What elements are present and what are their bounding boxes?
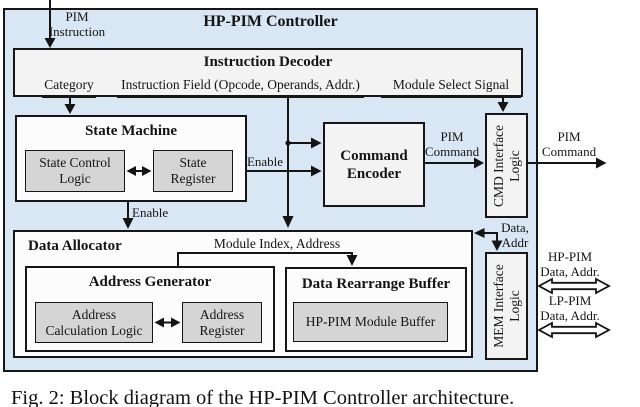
address-register-box: Address Register <box>182 302 262 343</box>
address-generator-title: Address Generator <box>88 274 212 290</box>
lp-pim-bus-label: LP-PIM Data, Addr. <box>540 293 600 323</box>
mem-interface-logic-text: MEM Interface Logic <box>490 264 522 348</box>
module-index-address-label: Module Index, Address <box>213 236 341 251</box>
enable-to-allocator-label: Enable <box>132 205 169 220</box>
data-rearrange-buffer-title: Data Rearrange Buffer <box>301 276 451 292</box>
figure-caption: Fig. 2: Block diagram of the HP-PIM Cont… <box>11 387 515 407</box>
decoder-output-module-select: Module Select Signal <box>392 77 510 92</box>
hp-pim-bus-label: HP-PIM Data, Addr. <box>540 249 600 279</box>
state-register-box: State Register <box>153 150 233 192</box>
pim-command-internal-label: PIM Command <box>424 129 480 159</box>
module-select-port-bar <box>381 95 521 98</box>
decoder-output-category: Category <box>44 77 94 92</box>
pim-instruction-label: PIM Instruction <box>48 9 106 39</box>
lp-pim-bus-arrow <box>537 321 611 339</box>
mem-interface-logic-box: MEM Interface Logic <box>485 252 528 360</box>
pim-command-output-label: PIM Command <box>541 129 597 159</box>
instruction-field-port-bar <box>117 95 364 98</box>
address-calculation-logic-box: Address Calculation Logic <box>35 302 153 343</box>
cmd-interface-logic-text: CMD Interface Logic <box>490 124 522 207</box>
category-port-bar <box>42 95 96 98</box>
cmd-interface-logic-box: CMD Interface Logic <box>485 113 528 218</box>
pim-command-output-arrowhead <box>596 157 607 169</box>
controller-title: HP-PIM Controller <box>203 13 338 30</box>
enable-to-encoder-label: Enable <box>246 154 284 169</box>
state-machine-title: State Machine <box>84 123 178 139</box>
hp-pim-module-buffer-box: HP-PIM Module Buffer <box>293 302 448 342</box>
command-encoder-box: Command Encoder <box>323 122 425 207</box>
state-control-logic-box: State Control Logic <box>25 150 125 192</box>
hp-pim-bus-arrow <box>537 277 611 295</box>
data-addr-label: Data, Addr <box>501 220 529 250</box>
instruction-decoder-title: Instruction Decoder <box>203 54 333 70</box>
data-allocator-title: Data Allocator <box>28 238 122 254</box>
decoder-output-instruction-field: Instruction Field (Opcode, Operands, Add… <box>121 77 360 92</box>
